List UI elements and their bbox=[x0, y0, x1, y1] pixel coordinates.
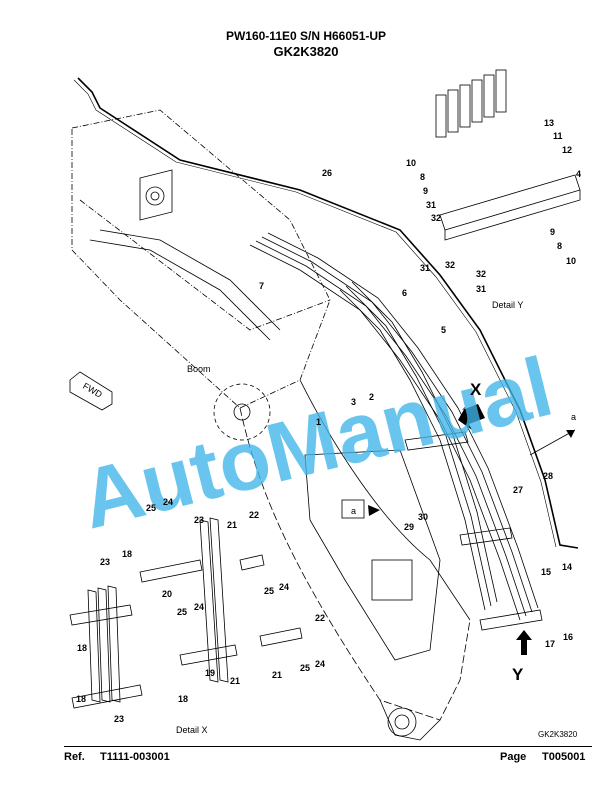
part-14-callout: 14 bbox=[562, 562, 572, 572]
part-30-callout: 30 bbox=[418, 512, 428, 522]
part-9-callout-b: 9 bbox=[550, 227, 555, 237]
boom-label: Boom bbox=[187, 364, 211, 374]
part-23-callout-b: 23 bbox=[100, 557, 110, 567]
part-12-callout: 12 bbox=[562, 145, 572, 155]
part-21-callout-c: 21 bbox=[272, 670, 282, 680]
part-20-callout: 20 bbox=[162, 589, 172, 599]
diagram-linework bbox=[69, 69, 581, 741]
arrow-a-inner bbox=[368, 505, 380, 516]
part-32-callout-a: 32 bbox=[431, 213, 441, 223]
part-24-callout-d: 24 bbox=[315, 659, 325, 669]
part-31-callout-c: 31 bbox=[476, 284, 486, 294]
part-22-callout-a: 22 bbox=[249, 510, 259, 520]
detail-x-label: Detail X bbox=[176, 725, 208, 735]
part-18-callout-a: 18 bbox=[77, 643, 87, 653]
part-9-callout-a: 9 bbox=[423, 186, 428, 196]
part-3-callout: 3 bbox=[351, 397, 356, 407]
footer-rule bbox=[64, 746, 592, 747]
part-18-callout-c: 18 bbox=[76, 694, 86, 704]
part-18-callout-b: 18 bbox=[122, 549, 132, 559]
part-8-callout-a: 8 bbox=[420, 172, 425, 182]
part-25-callout-b: 25 bbox=[264, 586, 274, 596]
part-6-callout: 6 bbox=[402, 288, 407, 298]
part-32-callout-c: 32 bbox=[476, 269, 486, 279]
view-x-arrow bbox=[458, 404, 485, 430]
part-19-callout: 19 bbox=[205, 668, 215, 678]
part-7-callout: 7 bbox=[259, 281, 264, 291]
part-31-callout-b: 31 bbox=[420, 263, 430, 273]
arrow-a-label: a bbox=[571, 412, 576, 422]
arrow-a-head bbox=[566, 430, 575, 438]
part-25-callout-d: 25 bbox=[300, 663, 310, 673]
part-22-callout-b: 22 bbox=[315, 613, 325, 623]
footer-page-label: Page bbox=[500, 751, 527, 763]
fwd-label: FWD bbox=[81, 381, 104, 400]
part-32-callout-b: 32 bbox=[445, 260, 455, 270]
part-21-callout-a: 21 bbox=[227, 520, 237, 530]
part-29-callout: 29 bbox=[404, 522, 414, 532]
part-13-callout: 13 bbox=[544, 118, 554, 128]
footer-ref-value: T1111-003001 bbox=[100, 751, 170, 763]
image-code: GK2K3820 bbox=[538, 730, 578, 739]
part-21-callout-b: 21 bbox=[230, 676, 240, 686]
part-23-callout-c: 23 bbox=[114, 714, 124, 724]
part-25-callout-c: 25 bbox=[177, 607, 187, 617]
view-y-letter: Y bbox=[512, 665, 524, 684]
part-28-callout: 28 bbox=[543, 471, 553, 481]
arrow-a-label-inner: a bbox=[351, 506, 356, 516]
part-1-callout: 1 bbox=[316, 417, 321, 427]
part-10-callout-a: 10 bbox=[406, 158, 416, 168]
part-10-callout-b: 10 bbox=[566, 256, 576, 266]
detail-y-label: Detail Y bbox=[492, 300, 523, 310]
view-x-letter: X bbox=[470, 380, 482, 399]
part-8-callout-b: 8 bbox=[557, 241, 562, 251]
part-11-callout: 11 bbox=[553, 131, 563, 141]
part-24-callout-b: 24 bbox=[279, 582, 289, 592]
part-24-callout-a: 24 bbox=[163, 497, 173, 507]
part-17-callout: 17 bbox=[545, 639, 555, 649]
part-4-callout: 4 bbox=[576, 169, 581, 179]
part-27-callout: 27 bbox=[513, 485, 523, 495]
part-26-callout: 26 bbox=[322, 168, 332, 178]
part-5-callout: 5 bbox=[441, 325, 446, 335]
part-2-callout: 2 bbox=[369, 392, 374, 402]
figure-code-title: GK2K3820 bbox=[273, 44, 339, 59]
footer-page-value: T005001 bbox=[542, 751, 586, 763]
view-y-arrow bbox=[516, 630, 532, 655]
footer-ref-label: Ref. bbox=[64, 751, 85, 763]
part-18-callout-d: 18 bbox=[178, 694, 188, 704]
part-23-callout-a: 23 bbox=[194, 515, 204, 525]
watermark-text: AutoManual bbox=[72, 339, 561, 546]
part-15-callout: 15 bbox=[541, 567, 551, 577]
model-title: PW160-11E0 S/N H66051-UP bbox=[225, 29, 387, 43]
part-31-callout-a: 31 bbox=[426, 200, 436, 210]
part-16-callout: 16 bbox=[563, 632, 573, 642]
part-24-callout-c: 24 bbox=[194, 602, 204, 612]
part-25-callout-a: 25 bbox=[146, 503, 156, 513]
